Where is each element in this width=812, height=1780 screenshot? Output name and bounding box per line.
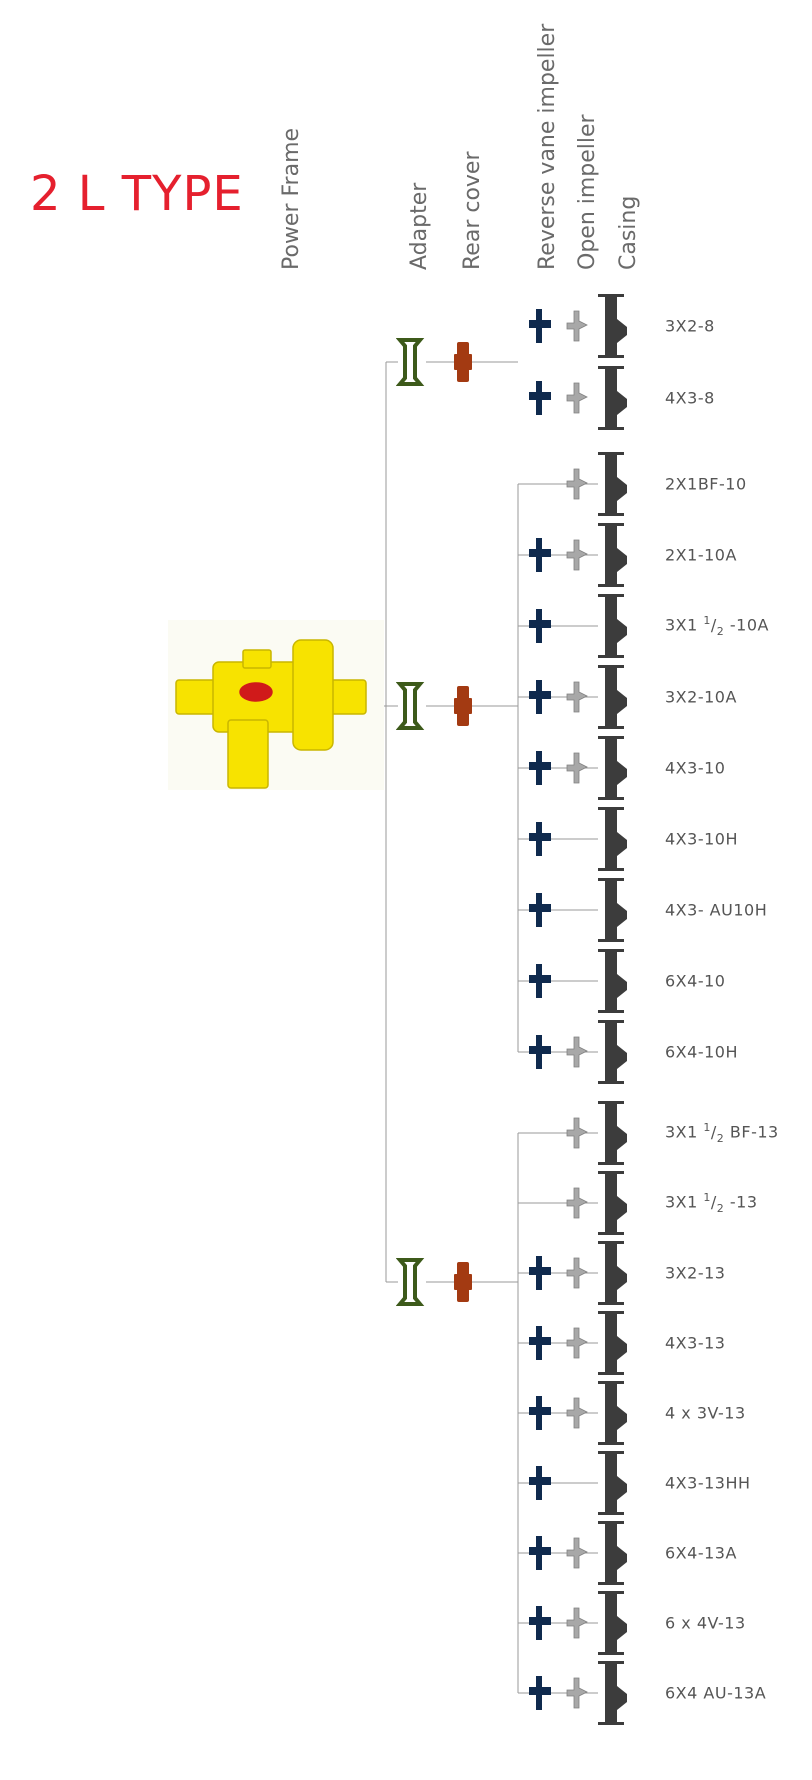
model-label: 3X2-10A: [665, 687, 737, 707]
casing-part: [598, 1020, 627, 1084]
open-impeller: [566, 1036, 588, 1068]
model-label: 2X1-10A: [665, 545, 737, 565]
model-label: 3X1 1/2 BF-13: [665, 1121, 779, 1145]
model-label: 4X3-10H: [665, 829, 738, 849]
casing-part: [598, 1311, 627, 1375]
reverse-vane-impeller: [529, 1396, 551, 1430]
casing-part: [598, 665, 627, 729]
casing-part: [598, 1521, 627, 1585]
casing-part: [598, 736, 627, 800]
open-impeller: [566, 382, 588, 414]
adapter-part: [396, 1258, 425, 1306]
casing-part: [598, 878, 627, 942]
open-impeller: [566, 1117, 588, 1149]
rear-cover-part: [454, 1262, 472, 1302]
model-label: 3X1 1/2 -13: [665, 1191, 758, 1215]
reverse-vane-impeller: [529, 1256, 551, 1290]
casing-part: [598, 1241, 627, 1305]
casing-part: [598, 807, 627, 871]
reverse-vane-impeller: [529, 538, 551, 572]
model-label: 4X3- AU10H: [665, 900, 768, 920]
reverse-vane-impeller: [529, 680, 551, 714]
casing-part: [598, 294, 627, 358]
model-label: 2X1BF-10: [665, 474, 747, 494]
casing-part: [598, 452, 627, 516]
reverse-vane-impeller: [529, 309, 551, 343]
diagram-title: 2 L TYPE: [30, 166, 244, 222]
model-label: 6X4 AU-13A: [665, 1683, 767, 1703]
model-label: 6X4-10: [665, 971, 726, 991]
model-label: 3X2-8: [665, 316, 715, 336]
model-label: 3X2-13: [665, 1263, 726, 1283]
casing-part: [598, 1661, 627, 1725]
model-label: 4X3-13HH: [665, 1473, 751, 1493]
reverse-vane-impeller: [529, 893, 551, 927]
power-frame-illustration: [168, 620, 384, 790]
reverse-vane-impeller: [529, 1326, 551, 1360]
open-impeller: [566, 1607, 588, 1639]
reverse-vane-impeller: [529, 1606, 551, 1640]
open-impeller: [566, 539, 588, 571]
casing-part: [598, 1101, 627, 1165]
casing-part: [598, 1171, 627, 1235]
reverse-vane-impeller: [529, 1536, 551, 1570]
casing-part: [598, 523, 627, 587]
reverse-vane-impeller: [529, 964, 551, 998]
reverse-vane-impeller: [529, 822, 551, 856]
reverse-vane-impeller: [529, 609, 551, 643]
open-impeller: [566, 1397, 588, 1429]
casing-part: [598, 594, 627, 658]
open-impeller: [566, 1257, 588, 1289]
adapter-part: [396, 338, 425, 386]
model-label: 6 x 4V-13: [665, 1613, 746, 1633]
model-label: 4X3-13: [665, 1333, 726, 1353]
reverse-vane-impeller: [529, 1466, 551, 1500]
open-impeller: [566, 1537, 588, 1569]
reverse-vane-impeller: [529, 381, 551, 415]
model-label: 4X3-10: [665, 758, 726, 778]
open-impeller: [566, 681, 588, 713]
open-impeller: [566, 310, 588, 342]
model-label: 6X4-10H: [665, 1042, 738, 1062]
model-label: 4 x 3V-13: [665, 1403, 746, 1423]
casing-part: [598, 949, 627, 1013]
rear-cover-part: [454, 342, 472, 382]
open-impeller: [566, 752, 588, 784]
open-impeller: [566, 468, 588, 500]
casing-part: [598, 1451, 627, 1515]
casing-part: [598, 1381, 627, 1445]
open-impeller: [566, 1187, 588, 1219]
open-impeller: [566, 1677, 588, 1709]
casing-part: [598, 1591, 627, 1655]
casing-part: [598, 366, 627, 430]
rear-cover-part: [454, 686, 472, 726]
model-label: 6X4-13A: [665, 1543, 737, 1563]
reverse-vane-impeller: [529, 751, 551, 785]
adapter-part: [396, 682, 425, 730]
open-impeller: [566, 1327, 588, 1359]
reverse-vane-impeller: [529, 1676, 551, 1710]
model-label: 4X3-8: [665, 388, 715, 408]
model-label: 3X1 1/2 -10A: [665, 614, 769, 638]
reverse-vane-impeller: [529, 1035, 551, 1069]
